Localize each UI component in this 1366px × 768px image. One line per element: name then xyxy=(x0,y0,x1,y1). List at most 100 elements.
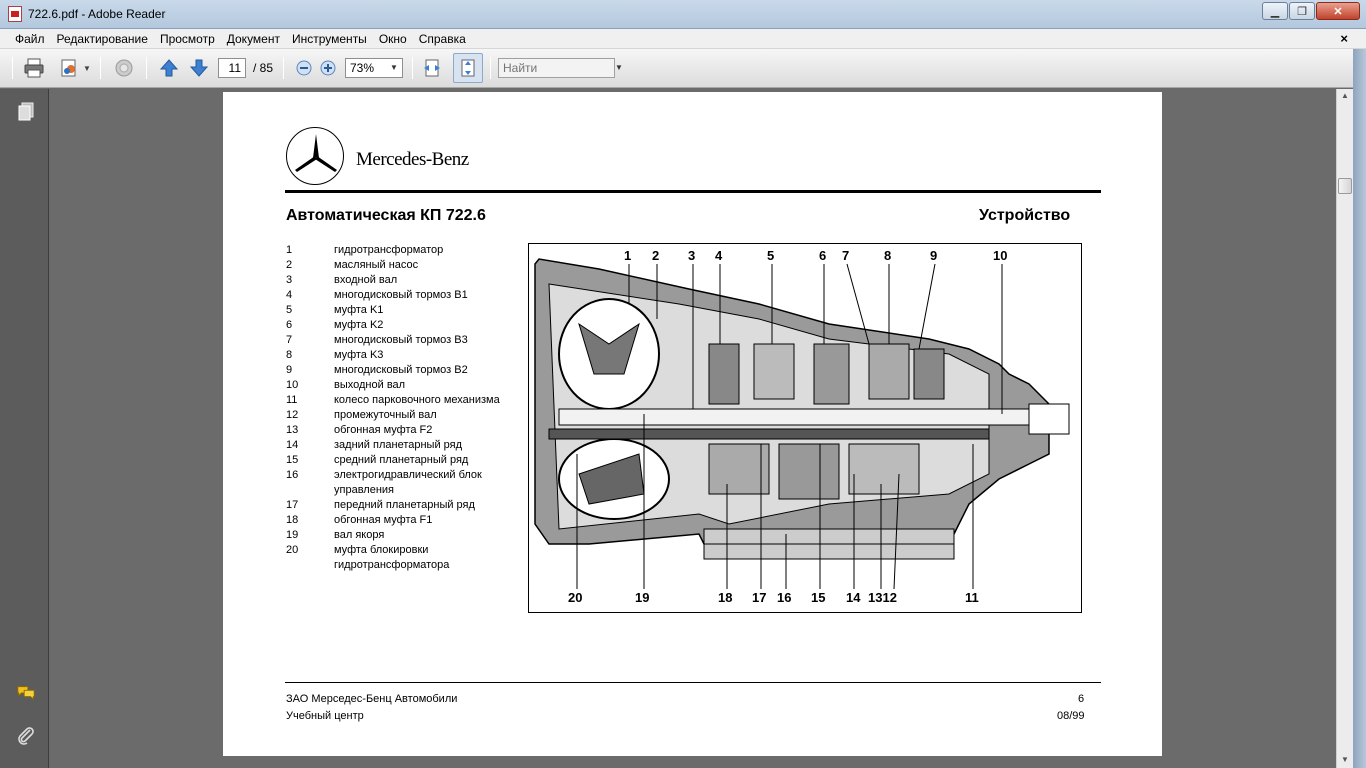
page-number-input[interactable] xyxy=(218,58,246,78)
fit-page-button[interactable] xyxy=(453,53,483,83)
close-document-button[interactable]: × xyxy=(1340,31,1348,46)
window-controls: ▁ ❐ ✕ xyxy=(1261,2,1360,20)
page-total: / 85 xyxy=(253,61,274,75)
toolbar-separator xyxy=(283,57,284,79)
print-button[interactable] xyxy=(22,56,46,80)
toolbar-separator xyxy=(146,57,147,79)
menu-edit[interactable]: Редактирование xyxy=(56,31,148,46)
diagram-callout: 16 xyxy=(777,590,792,605)
diagram-callout: 9 xyxy=(930,248,938,263)
fit-page-icon xyxy=(461,59,475,77)
diagram-callout: 5 xyxy=(767,248,775,263)
footer-center: Учебный центр xyxy=(286,710,364,722)
zoom-dropdown-arrow[interactable]: ▼ xyxy=(390,63,398,72)
scroll-thumb[interactable] xyxy=(1338,178,1352,194)
diagram-callout: 1 xyxy=(624,248,632,263)
header-rule xyxy=(285,190,1101,193)
diagram-callout: 19 xyxy=(635,590,650,605)
diagram-callout: 17 xyxy=(752,590,767,605)
zoom-out-icon xyxy=(296,60,312,76)
mercedes-star-logo xyxy=(286,127,344,185)
scroll-down-arrow[interactable]: ▼ xyxy=(1341,755,1349,764)
pdf-file-icon xyxy=(8,6,22,22)
zoom-in-icon xyxy=(320,60,336,76)
menu-tools[interactable]: Инструменты xyxy=(291,31,367,46)
comments-panel-button[interactable] xyxy=(16,683,36,703)
vertical-scrollbar[interactable]: ▲ ▼ xyxy=(1336,89,1353,768)
window-title: 722.6.pdf - Adobe Reader xyxy=(28,7,166,21)
footer-date: 08/99 xyxy=(1057,710,1085,722)
toolbar-separator xyxy=(12,57,13,79)
footer-company: ЗАО Мерседес-Бенц Автомобили xyxy=(286,693,458,705)
find-input[interactable] xyxy=(498,58,615,78)
fit-width-icon xyxy=(424,59,440,77)
footer-page-number: 6 xyxy=(1078,693,1085,705)
diagram-callout: 11 xyxy=(965,590,979,605)
menu-window[interactable]: Окно xyxy=(378,31,407,46)
zoom-out-button[interactable] xyxy=(292,56,316,80)
zoom-level-input[interactable] xyxy=(345,58,403,78)
diagram-callout: 1312 xyxy=(868,590,897,605)
menu-help[interactable]: Справка xyxy=(418,31,466,46)
transmission-cutaway-diagram: 1 2 3 4 5 6 7 8 9 10 20 19 18 17 16 15 1… xyxy=(528,243,1082,613)
diagram-callout: 20 xyxy=(568,590,583,605)
next-page-button[interactable] xyxy=(187,56,211,80)
zoom-in-button[interactable] xyxy=(316,56,340,80)
transmission-drawing xyxy=(534,258,1070,590)
create-dropdown-arrow[interactable]: ▼ xyxy=(83,63,91,73)
close-window-button[interactable]: ✕ xyxy=(1316,2,1360,20)
create-pdf-button[interactable] xyxy=(58,56,82,80)
comments-icon xyxy=(17,686,35,701)
pdf-page: Mercedes-Benz Автоматическая КП 722.6 Ус… xyxy=(223,92,1162,756)
diagram-callout: 14 xyxy=(846,590,861,605)
find-dropdown-arrow[interactable]: ▼ xyxy=(615,63,623,72)
section-heading: Устройство xyxy=(979,207,1071,224)
window-frame-edge xyxy=(1353,49,1366,768)
scrolling-mode-button[interactable] xyxy=(420,56,444,80)
mercedes-star-icon xyxy=(295,134,337,172)
diagram-callout: 18 xyxy=(718,590,733,605)
toolbar-separator xyxy=(100,57,101,79)
printer-icon xyxy=(24,58,44,78)
menu-bar: Файл Редактирование Просмотр Документ Ин… xyxy=(0,29,1366,49)
document-area: Mercedes-Benz Автоматическая КП 722.6 Ус… xyxy=(50,89,1336,768)
menu-view[interactable]: Просмотр xyxy=(159,31,215,46)
diagram-callout: 8 xyxy=(884,248,892,263)
minimize-button[interactable]: ▁ xyxy=(1262,2,1288,20)
diagram-callout: 7 xyxy=(842,248,850,263)
diagram-callout: 3 xyxy=(688,248,696,263)
scroll-up-arrow[interactable]: ▲ xyxy=(1341,91,1349,100)
footer-rule xyxy=(285,682,1101,683)
maximize-button[interactable]: ❐ xyxy=(1289,2,1315,20)
pages-panel-button[interactable] xyxy=(16,101,36,121)
collaborate-button[interactable] xyxy=(112,56,136,80)
toolbar: ▼ / 85 ▼ ▼ xyxy=(0,49,1366,88)
title-bar: 722.6.pdf - Adobe Reader ▁ ❐ ✕ xyxy=(0,0,1366,29)
menu-document[interactable]: Документ xyxy=(226,31,280,46)
arrow-down-icon xyxy=(189,59,209,77)
menu-file[interactable]: Файл xyxy=(15,31,45,46)
attachments-panel-button[interactable] xyxy=(16,725,36,745)
previous-page-button[interactable] xyxy=(157,56,181,80)
brand-name: Mercedes-Benz xyxy=(356,149,469,170)
